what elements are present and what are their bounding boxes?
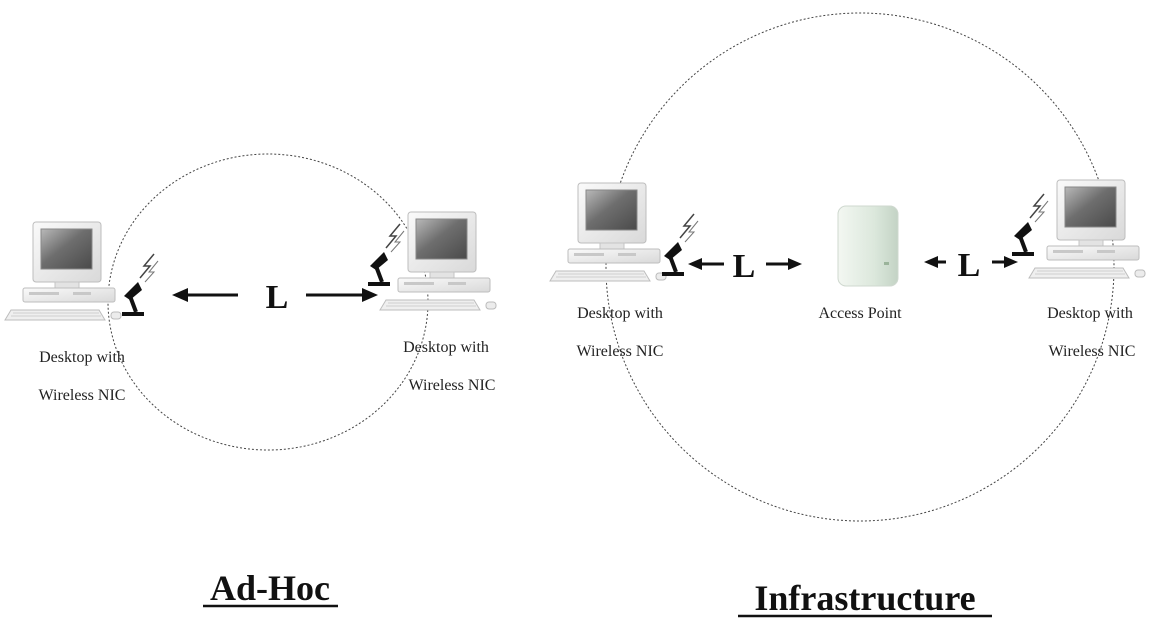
infra-left-desktop-label-line1: Desktop with: [577, 305, 663, 322]
adhoc-distance-label: L: [266, 279, 289, 316]
infra-left-arrow-forward: [766, 258, 802, 270]
adhoc-title: Ad-Hoc: [210, 568, 330, 608]
adhoc-right-antenna-icon: [366, 222, 406, 286]
infra-right-desktop-label-line2: Wireless NIC: [1049, 343, 1136, 360]
infra-left-desktop-label-line2: Wireless NIC: [577, 343, 664, 360]
infrastructure-group: L L Desktop with Wireless NIC Access Poi…: [549, 12, 1146, 618]
access-point-icon: [837, 205, 899, 287]
adhoc-right-desktop-label-line1: Desktop with: [403, 339, 489, 356]
infrastructure-coverage-circle: [605, 12, 1115, 522]
adhoc-left-antenna-icon: [120, 252, 160, 316]
infra-left-arrow-back: [688, 258, 724, 270]
adhoc-left-arrow: [172, 288, 238, 302]
access-point-label: Access Point: [818, 305, 902, 322]
adhoc-left-desktop-icon: [4, 221, 122, 321]
infra-right-desktop-label-line1: Desktop with: [1047, 305, 1133, 322]
infrastructure-title: Infrastructure: [754, 578, 975, 618]
infra-right-desktop-icon: [1028, 179, 1146, 279]
infra-left-desktop-icon: [549, 182, 667, 282]
adhoc-left-desktop-label-line1: Desktop with: [39, 349, 125, 366]
adhoc-left-desktop-label-line2: Wireless NIC: [39, 387, 126, 404]
infra-right-distance-label: L: [958, 247, 981, 284]
infra-right-arrow-back: [924, 256, 946, 268]
infra-left-distance-label: L: [733, 248, 756, 285]
adhoc-right-desktop-label-line2: Wireless NIC: [409, 377, 496, 394]
infra-right-antenna-icon: [1010, 192, 1050, 256]
adhoc-group: L Desktop with Wireless NIC Desktop with…: [4, 153, 497, 608]
infra-right-arrow-forward: [992, 256, 1018, 268]
adhoc-right-arrow: [306, 288, 378, 302]
